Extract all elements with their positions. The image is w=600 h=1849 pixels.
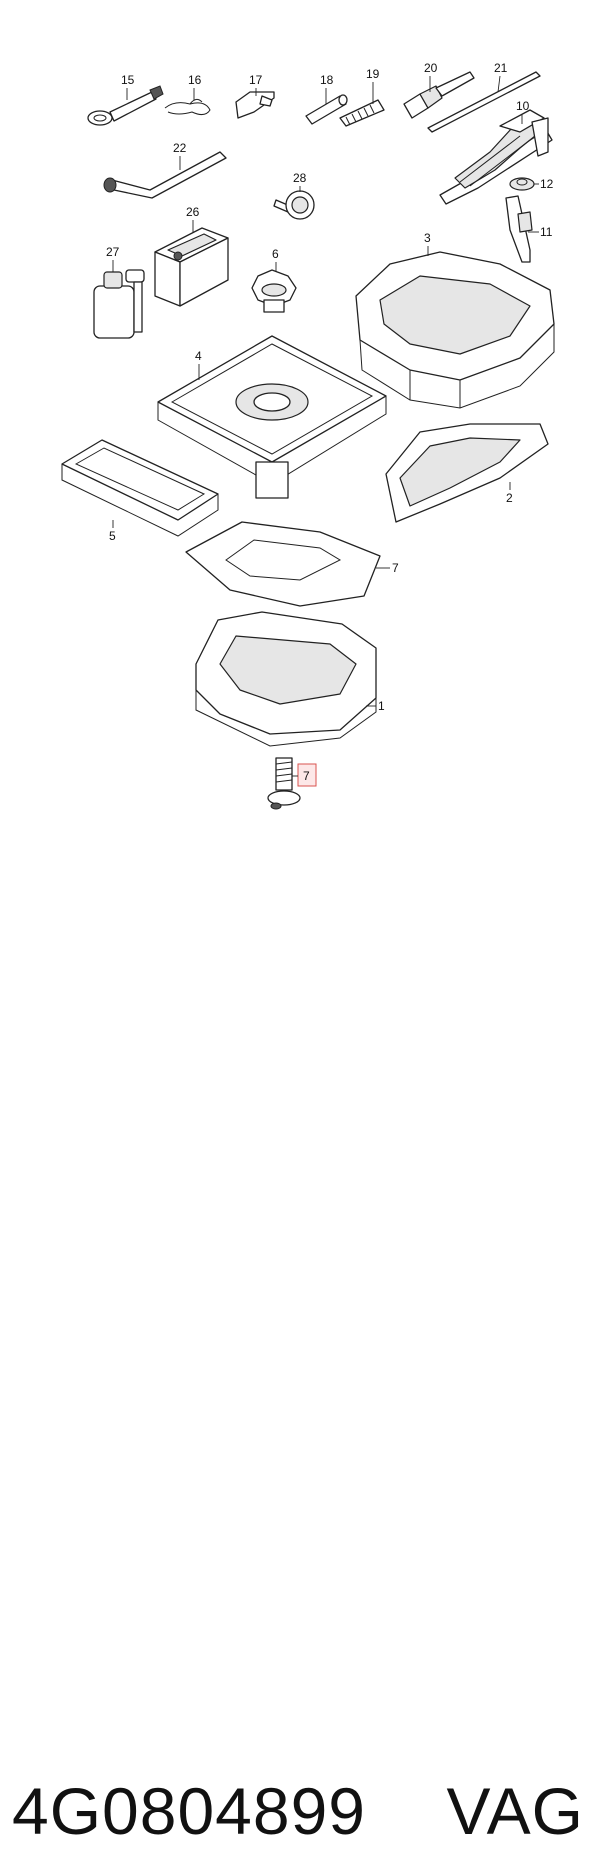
callout-2: 2 xyxy=(506,482,513,505)
callout-8: 7 xyxy=(376,561,399,575)
callout-5: 5 xyxy=(109,520,116,543)
callout-18: 18 xyxy=(320,73,334,104)
highlight-box xyxy=(297,763,317,787)
callout-2-label: 2 xyxy=(506,491,513,505)
part-number: 4G0804899 xyxy=(12,1774,366,1848)
callout-17: 17 xyxy=(249,73,263,96)
part-11-strap xyxy=(505,195,533,263)
part-12-wing-nut xyxy=(509,177,535,191)
part-21-rod xyxy=(427,71,541,133)
callout-5-label: 5 xyxy=(109,529,116,543)
part-7-bolt xyxy=(267,757,301,810)
part-2-foam-insert xyxy=(385,423,549,523)
callout-10-label: 10 xyxy=(516,99,530,113)
callout-20-label: 20 xyxy=(424,61,438,75)
callout-16: 16 xyxy=(188,73,202,100)
part-16-wire-clip xyxy=(164,98,211,116)
callout-26-label: 26 xyxy=(186,205,200,219)
callout-10: 10 xyxy=(516,99,530,124)
callout-7-label: 7 xyxy=(303,769,310,783)
part-26-compressor xyxy=(154,227,229,307)
callout-21: 21 xyxy=(494,61,508,93)
callout-11-label: 11 xyxy=(540,225,553,239)
part-6-knob xyxy=(251,269,297,313)
part-27-sealant-bottle xyxy=(93,269,145,339)
part-20-socket-wrench xyxy=(403,71,475,119)
callout-27-label: 27 xyxy=(106,245,120,259)
callout-6: 6 xyxy=(272,247,279,272)
part-8-mat xyxy=(185,521,381,607)
callout-11: 11 xyxy=(528,225,553,239)
callout-28-label: 28 xyxy=(293,171,307,185)
callout-12-label: 12 xyxy=(540,177,554,191)
callout-8-label: 7 xyxy=(392,561,399,575)
callout-17-label: 17 xyxy=(249,73,263,87)
callout-15-label: 15 xyxy=(121,73,135,87)
part-1-base-tray xyxy=(195,611,377,747)
part-17-hook xyxy=(235,91,275,119)
callout-16-label: 16 xyxy=(188,73,202,87)
callout-1: 1 xyxy=(366,699,385,713)
callout-4-label: 4 xyxy=(195,349,202,363)
part-3-tray xyxy=(355,251,555,409)
callout-15: 15 xyxy=(121,73,135,100)
exploded-parts-diagram: 15 16 17 18 19 20 21 10 12 11 22 28 xyxy=(61,61,555,810)
part-19-threaded-rod xyxy=(339,99,385,127)
callout-28: 28 xyxy=(293,171,307,192)
part-18-pin xyxy=(305,94,348,125)
part-28-pressure-gauge xyxy=(273,190,315,220)
part-22-hose xyxy=(103,151,227,199)
callout-22: 22 xyxy=(173,141,187,170)
callout-3-label: 3 xyxy=(424,231,431,245)
brand-name: VAG xyxy=(446,1774,584,1848)
callout-4: 4 xyxy=(195,349,202,380)
caption-bar: 4G0804899 VAG xyxy=(0,880,600,1848)
callout-19: 19 xyxy=(366,67,380,104)
callout-7-highlighted: 7 xyxy=(292,763,317,787)
callout-22-label: 22 xyxy=(173,141,187,155)
callout-21-label: 21 xyxy=(494,61,508,75)
callout-18-label: 18 xyxy=(320,73,334,87)
callout-6-label: 6 xyxy=(272,247,279,261)
callout-27: 27 xyxy=(106,245,120,272)
callout-20: 20 xyxy=(424,61,438,92)
callout-26: 26 xyxy=(186,205,200,232)
callout-1-label: 1 xyxy=(378,699,385,713)
callout-12: 12 xyxy=(534,177,554,191)
part-10-jack xyxy=(439,109,553,205)
part-15-tow-eye xyxy=(87,85,164,126)
callout-19-label: 19 xyxy=(366,67,380,81)
callout-3: 3 xyxy=(424,231,431,256)
part-5-small-tray xyxy=(61,439,219,537)
part-4-frame xyxy=(157,335,387,499)
